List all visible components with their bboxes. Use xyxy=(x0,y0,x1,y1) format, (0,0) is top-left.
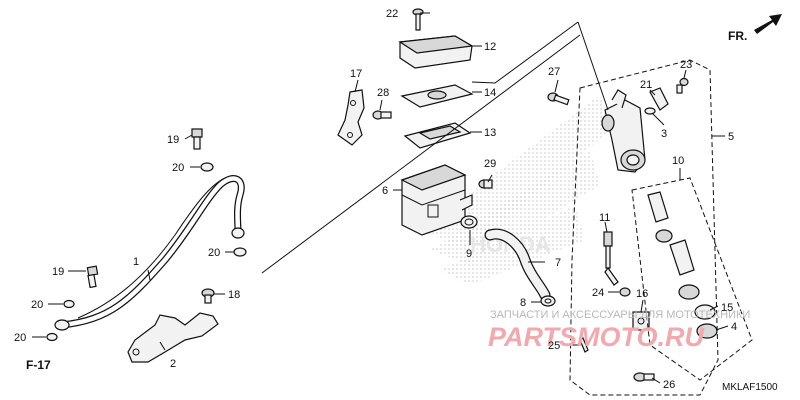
callout-22: 22 xyxy=(386,8,398,20)
callout-24: 24 xyxy=(592,287,604,299)
cotter-pin-25 xyxy=(579,337,589,353)
callout-9: 9 xyxy=(466,248,472,260)
washer-20-d xyxy=(46,332,58,342)
callout-20-d: 20 xyxy=(14,332,26,344)
watermark-caption: ЗАПЧАСТИ И АКСЕССУАРЫ ДЛЯ МОТОТЕХНИКИ xyxy=(490,309,750,321)
bolt-29 xyxy=(478,179,493,189)
page-ref-label: F-17 xyxy=(26,358,51,372)
banjo-bolt-19-upper xyxy=(191,128,203,150)
callout-26: 26 xyxy=(663,379,675,391)
callout-1: 1 xyxy=(133,256,139,268)
callout-14: 14 xyxy=(484,87,496,99)
washer-20-b xyxy=(233,247,247,257)
callout-4: 4 xyxy=(731,321,737,333)
callout-15: 15 xyxy=(721,302,733,314)
callout-27: 27 xyxy=(548,66,560,78)
screw-23 xyxy=(676,77,689,94)
bolt-27 xyxy=(547,92,570,106)
brake-hose-part-1 xyxy=(54,175,245,331)
callout-7: 7 xyxy=(555,257,561,269)
callout-18: 18 xyxy=(228,289,240,301)
diaphragm-part-13 xyxy=(403,122,472,149)
assembly-5-outline xyxy=(569,59,719,396)
callout-29: 29 xyxy=(484,158,496,170)
callout-12: 12 xyxy=(484,41,496,53)
callout-20-a: 20 xyxy=(172,162,184,174)
callout-11: 11 xyxy=(599,212,610,224)
hose-clip-8 xyxy=(540,295,556,307)
hose-clip-9 xyxy=(460,215,478,229)
callout-19-lower: 19 xyxy=(52,266,64,278)
piston-kit-part-10 xyxy=(647,191,718,339)
callout-5: 5 xyxy=(728,131,734,143)
washer-20-a xyxy=(200,162,214,172)
banjo-bolt-19-lower xyxy=(86,265,99,289)
watermark-site: PARTSMOTO.RU xyxy=(488,322,706,352)
callout-3: 3 xyxy=(661,128,667,140)
callout-21: 21 xyxy=(640,79,652,91)
diagram-code: MKLAF1500 xyxy=(722,382,778,393)
bracket-part-17 xyxy=(337,89,365,146)
callout-20-b: 20 xyxy=(208,247,220,259)
washer-20-c xyxy=(63,299,75,309)
bolt-18 xyxy=(201,288,215,304)
master-cylinder-part-5 xyxy=(601,89,646,173)
callout-17: 17 xyxy=(350,68,362,80)
callout-6: 6 xyxy=(382,185,388,197)
nut-24 xyxy=(619,287,631,297)
callout-2: 2 xyxy=(170,358,176,370)
screw-28 xyxy=(372,110,392,120)
callout-23: 23 xyxy=(680,59,692,71)
reservoir-tank-part-6 xyxy=(400,164,473,236)
callout-25: 25 xyxy=(548,340,560,352)
callout-13: 13 xyxy=(484,127,496,139)
direction-label: FR. xyxy=(728,29,747,43)
callout-16: 16 xyxy=(636,288,648,300)
front-arrow-icon xyxy=(754,14,782,34)
callout-28: 28 xyxy=(377,87,389,99)
callout-19-upper: 19 xyxy=(167,134,179,146)
callout-20-c: 20 xyxy=(31,299,43,311)
callout-10: 10 xyxy=(672,155,684,167)
joint-pin-26 xyxy=(633,372,655,382)
hose-clamp-part-2 xyxy=(127,312,219,363)
callout-8: 8 xyxy=(520,297,526,309)
clevis-16 xyxy=(632,311,650,331)
oring-3 xyxy=(644,107,656,115)
bolt-22 xyxy=(412,8,424,31)
hose-joint-21 xyxy=(649,87,669,111)
reservoir-cap-part-12 xyxy=(398,35,474,69)
push-rod-part-11 xyxy=(603,231,619,286)
callout-labels: 1 2 3 4 5 6 7 8 9 10 11 12 13 14 15 16 1… xyxy=(14,8,737,391)
leader-lines xyxy=(32,12,729,384)
reservoir-hose-part-7 xyxy=(484,228,551,301)
diaphragm-plate-part-14 xyxy=(400,84,474,108)
